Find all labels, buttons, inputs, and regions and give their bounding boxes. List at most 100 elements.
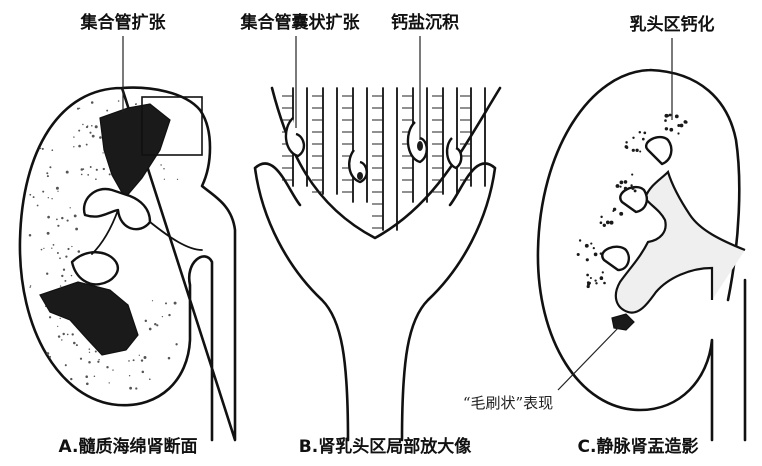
stipple-dot xyxy=(95,125,98,128)
stipple-dot xyxy=(162,316,163,317)
calcification-dot xyxy=(606,221,610,225)
stipple-dot xyxy=(103,168,105,170)
calcification-dot xyxy=(616,185,618,187)
calcification-dot xyxy=(632,149,635,152)
stipple-dot xyxy=(128,360,130,362)
stipple-dot xyxy=(168,314,170,316)
stipple-dot xyxy=(163,168,165,170)
stipple-dot xyxy=(78,145,81,148)
stipple-dot xyxy=(86,144,88,146)
stipple-dot xyxy=(109,173,111,175)
label-papillary-calcification: 乳头区钙化 xyxy=(630,14,715,35)
calcification-dot xyxy=(619,212,623,216)
stipple-dot xyxy=(152,300,153,301)
stipple-dot xyxy=(59,257,61,259)
stipple-dot xyxy=(56,187,59,190)
stipple-dot xyxy=(70,207,71,208)
calcification-dot xyxy=(624,180,628,184)
stipple-dot xyxy=(76,344,78,346)
calcification-dot xyxy=(590,277,592,279)
stipple-dot xyxy=(96,169,98,171)
stipple-dot xyxy=(129,375,130,376)
stipple-dot xyxy=(67,248,69,250)
calcification-dot xyxy=(587,281,590,284)
middle-calyx-c xyxy=(620,187,647,212)
calcification-dot xyxy=(634,189,637,192)
stipple-dot xyxy=(129,387,132,390)
caption-panel-a: A.髓质海绵肾断面 xyxy=(59,436,198,457)
calcification-dot xyxy=(577,253,580,256)
calcification-dot xyxy=(610,221,614,225)
stipple-dot xyxy=(41,249,43,251)
stipple-dot xyxy=(42,191,44,193)
calcification-dot xyxy=(585,244,589,248)
stipple-dot xyxy=(42,148,44,150)
stipple-dot xyxy=(73,146,74,147)
calcification-dot xyxy=(586,274,589,277)
panel-b-papilla xyxy=(255,36,500,440)
stipple-dot xyxy=(90,166,92,168)
stipple-dot xyxy=(97,361,99,363)
stipple-dot xyxy=(29,234,32,237)
calcification-dot xyxy=(600,216,602,218)
stipple-dot xyxy=(61,217,63,219)
stipple-dot xyxy=(62,333,64,335)
stipple-dot xyxy=(37,205,39,207)
stipple-dot xyxy=(72,333,74,335)
stipple-dot xyxy=(112,369,113,370)
stipple-dot xyxy=(29,194,31,196)
minor-calyx-wall xyxy=(255,163,495,440)
stipple-dot xyxy=(48,197,49,198)
lower-medullary-pyramid xyxy=(40,282,138,355)
stipple-dot xyxy=(141,359,143,361)
calcification-dot xyxy=(600,221,603,224)
calcification-dot xyxy=(594,279,596,281)
stipple-dot xyxy=(49,356,51,358)
stipple-dot xyxy=(74,214,77,217)
stipple-dot xyxy=(47,352,50,355)
calcification-dot xyxy=(639,150,641,152)
stipple-dot xyxy=(91,101,94,104)
cystic-dilation-1 xyxy=(286,118,304,156)
upper-calyx-c xyxy=(646,137,671,164)
stipple-dot xyxy=(56,219,58,221)
stipple-dot xyxy=(144,356,147,359)
calcification-dot xyxy=(639,131,641,133)
caption-panel-c: C.静脉肾盂造影 xyxy=(578,436,699,457)
calcification-dot xyxy=(600,276,604,280)
stipple-dot xyxy=(82,124,83,125)
stipple-dot xyxy=(70,378,72,380)
stipple-dot xyxy=(94,375,96,377)
calcification-dot xyxy=(635,149,638,152)
stipple-dot xyxy=(73,342,76,345)
calcification-dot xyxy=(603,282,606,285)
label-collecting-duct-cystic-dilation: 集合管囊状扩张 xyxy=(240,12,361,33)
stipple-dot xyxy=(80,358,82,360)
calcification-dot xyxy=(593,247,595,249)
stipple-dot xyxy=(99,136,102,139)
calcification-dot xyxy=(685,121,688,124)
upper-calyx xyxy=(84,189,150,229)
calcification-dot xyxy=(624,187,627,190)
calcium-deposit-2 xyxy=(357,172,363,180)
stipple-dot xyxy=(49,316,51,318)
stipple-dot xyxy=(139,355,140,356)
stipple-dot xyxy=(30,285,31,286)
stipple-dot xyxy=(86,126,88,128)
brush-sign-mark xyxy=(612,314,634,330)
stipple-dot xyxy=(51,149,53,151)
stipple-dot xyxy=(71,246,72,247)
stipple-dot xyxy=(154,323,156,325)
stipple-dot xyxy=(63,269,65,271)
stipple-dot xyxy=(102,152,103,153)
calcification-dot xyxy=(612,210,614,212)
calcification-dot xyxy=(677,124,680,127)
calcification-dot xyxy=(579,239,581,241)
calcification-dot xyxy=(625,141,627,143)
stipple-dot xyxy=(98,359,99,360)
stipple-dot xyxy=(60,285,61,286)
stipple-dot xyxy=(135,104,136,105)
stipple-dot xyxy=(92,135,95,138)
stipple-dot xyxy=(95,350,97,352)
stipple-dot xyxy=(174,302,177,305)
